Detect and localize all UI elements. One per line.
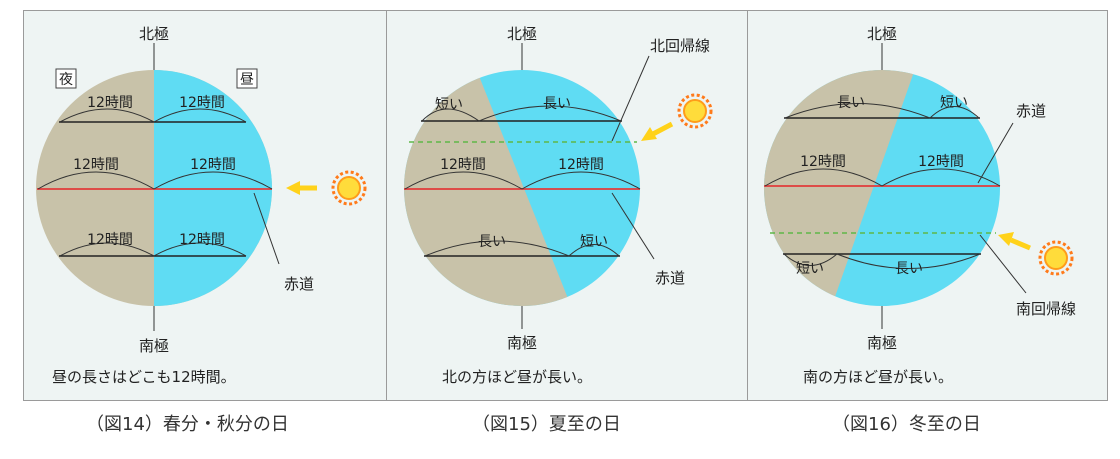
equinox-diagram: 北極 南極 夜 昼 12時間 12時間 12時間 12時間 12時間 12時間 … bbox=[36, 25, 367, 386]
night-length-south: 短い bbox=[796, 261, 824, 277]
night-tag: 夜 bbox=[59, 72, 73, 88]
north-pole-label: 北極 bbox=[139, 25, 169, 43]
night-length-north: 12時間 bbox=[87, 95, 133, 111]
night-length-equator: 12時間 bbox=[73, 157, 119, 173]
south-pole-label: 南極 bbox=[867, 334, 897, 352]
night-length-equator: 12時間 bbox=[440, 157, 486, 173]
south-pole-label: 南極 bbox=[139, 337, 169, 355]
tropic-label: 北回帰線 bbox=[650, 37, 710, 55]
day-length-equator: 12時間 bbox=[190, 157, 236, 173]
winter-solstice-diagram: 北極 南極 長い 短い 12時間 12時間 短い 長い 赤道 南回帰線 南の方ほ… bbox=[764, 25, 1076, 386]
panel3-caption: 南の方ほど昼が長い。 bbox=[803, 368, 953, 386]
night-length-south: 長い bbox=[478, 234, 506, 250]
north-pole-label: 北極 bbox=[867, 25, 897, 43]
panel-equinox: 北極 南極 夜 昼 12時間 12時間 12時間 12時間 12時間 12時間 … bbox=[23, 10, 387, 401]
night-length-north: 短い bbox=[435, 97, 463, 113]
day-tag: 昼 bbox=[240, 72, 254, 88]
figure-15-caption: （図15）夏至の日 bbox=[472, 414, 621, 435]
day-length-equator: 12時間 bbox=[558, 157, 604, 173]
day-length-north: 短い bbox=[940, 95, 968, 111]
sun-icon bbox=[1038, 240, 1074, 276]
equator-label: 赤道 bbox=[655, 269, 685, 287]
south-pole-label: 南極 bbox=[507, 334, 537, 352]
panel-winter-solstice: 北極 南極 長い 短い 12時間 12時間 短い 長い 赤道 南回帰線 南の方ほ… bbox=[747, 10, 1108, 401]
sun-icon bbox=[331, 170, 367, 206]
day-length-equator: 12時間 bbox=[918, 154, 964, 170]
sunlight-arrow bbox=[641, 121, 674, 141]
panel2-caption: 北の方ほど昼が長い。 bbox=[442, 368, 592, 386]
panel-summer-solstice: 北極 南極 短い 長い 12時間 12時間 長い 短い 北回帰線 赤道 北の方ほ… bbox=[386, 10, 748, 401]
day-length-north: 長い bbox=[543, 96, 571, 112]
night-side bbox=[764, 70, 916, 306]
day-length-north: 12時間 bbox=[179, 95, 225, 111]
day-length-south: 短い bbox=[580, 234, 608, 250]
figure-16-caption: （図16）冬至の日 bbox=[832, 414, 981, 435]
sunlight-arrow bbox=[998, 232, 1031, 251]
sunlight-arrow bbox=[286, 181, 317, 195]
night-length-equator: 12時間 bbox=[800, 154, 846, 170]
tropic-label: 南回帰線 bbox=[1016, 300, 1076, 318]
day-length-south: 12時間 bbox=[179, 232, 225, 248]
north-pole-label: 北極 bbox=[507, 25, 537, 43]
sun-icon bbox=[677, 93, 713, 129]
night-length-south: 12時間 bbox=[87, 232, 133, 248]
day-length-south: 長い bbox=[895, 261, 923, 277]
night-length-north: 長い bbox=[837, 95, 865, 111]
equator-label: 赤道 bbox=[1016, 102, 1046, 120]
equator-label: 赤道 bbox=[284, 275, 314, 293]
summer-solstice-diagram: 北極 南極 短い 長い 12時間 12時間 長い 短い 北回帰線 赤道 北の方ほ… bbox=[404, 25, 713, 386]
figure-14-caption: （図14）春分・秋分の日 bbox=[86, 414, 289, 435]
panel1-caption: 昼の長さはどこも12時間。 bbox=[52, 368, 236, 386]
